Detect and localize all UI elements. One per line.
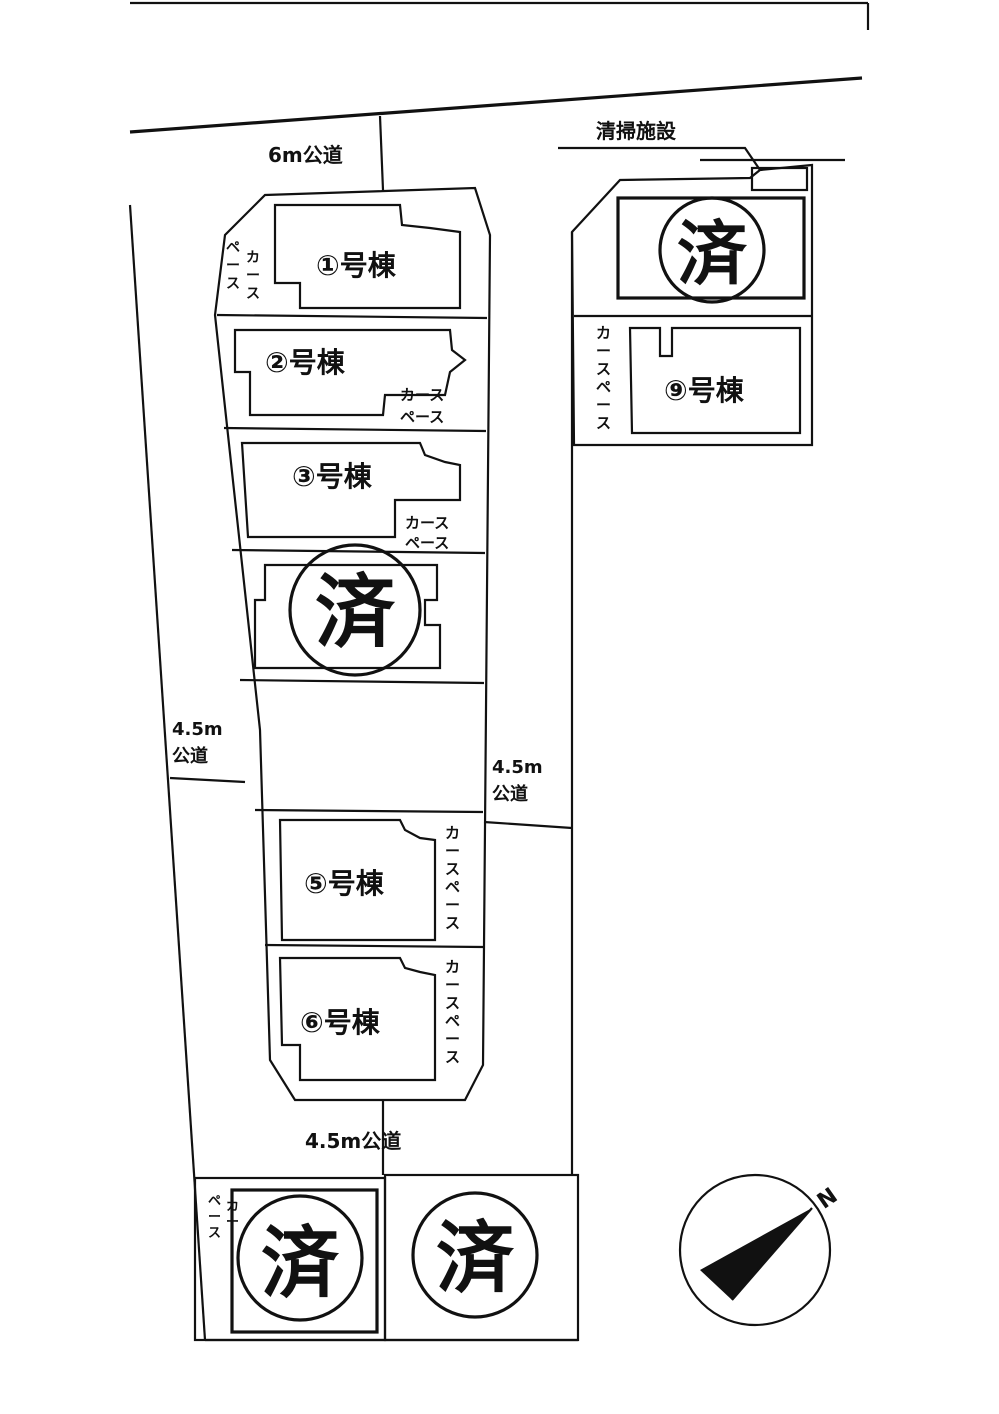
lot9-carspace-1: カ [596, 324, 611, 342]
lot1-carspace-d: カ [246, 250, 260, 266]
lot4-sold-circle [288, 543, 422, 677]
north-road-leader [378, 115, 385, 191]
divider-5-6 [264, 943, 484, 949]
lot5-carspace-4: ペ [445, 878, 460, 896]
lot1-carspace-b: ー [226, 258, 240, 274]
lot6-carspace-2: ー [445, 976, 460, 994]
lot9-carspace-3: ス [596, 360, 611, 378]
east-road-width: 4.5m [492, 757, 543, 778]
lot9-label: ⑨号棟 [664, 374, 745, 407]
lot3-label: ③号棟 [292, 460, 373, 493]
sw-carspace-3: ス [208, 1226, 221, 1241]
south-road-label: 4.5m公道 [305, 1129, 401, 1153]
compass-needle [700, 1208, 812, 1300]
lot3-carspace-top: カース [405, 514, 449, 532]
compass-needle-edge [731, 1207, 813, 1301]
lot9-carspace-2: ー [596, 342, 611, 360]
sw-carspace-4: カ [226, 1199, 239, 1214]
lot5-carspace-6: ス [445, 914, 460, 932]
lot2-carspace-top: カース [400, 386, 444, 404]
lot5-label: ⑤号棟 [304, 867, 385, 900]
lot5-carspace-3: ス [445, 860, 460, 878]
central-block-outline [213, 186, 492, 1102]
lot1-carspace-a: ペ [226, 240, 240, 256]
west-road-text: 公道 [172, 745, 208, 767]
lot6-carspace-5: ー [445, 1030, 460, 1048]
sw-carspace-2: ー [208, 1210, 221, 1225]
lot7-sold-circle [236, 1194, 364, 1322]
lot6-carspace-4: ペ [445, 1012, 460, 1030]
north-road-label: 6m公道 [268, 143, 343, 167]
lot9-carspace-4: ペ [596, 378, 611, 396]
lot1-carspace-f: ス [246, 286, 260, 302]
north-road-edge [129, 76, 863, 134]
west-road-leader [169, 776, 246, 784]
lot5-carspace-5: ー [445, 896, 460, 914]
lot6-carspace-6: ス [445, 1048, 460, 1066]
lot2-label: ②号棟 [265, 346, 346, 379]
compass-circle [678, 1173, 832, 1327]
lot1-building [273, 203, 462, 310]
facility-box [750, 166, 809, 192]
facility-leader [558, 146, 761, 171]
south-east-lot [383, 1173, 580, 1342]
facility-label: 清掃施設 [596, 119, 677, 143]
lot6-label: ⑥号棟 [300, 1006, 381, 1039]
lot7-sold-mark: 済 [261, 1219, 340, 1309]
south-west-building [230, 1188, 379, 1334]
lot4-building [253, 563, 442, 670]
west-road-width: 4.5m [172, 719, 223, 740]
lot1-carspace-e: ー [246, 268, 260, 284]
lot3-building [240, 441, 462, 539]
lot9-building [628, 326, 802, 435]
lot6-carspace-3: ス [445, 994, 460, 1012]
lot4-sold-mark: 済 [315, 566, 396, 659]
lot-sold-mark-se: 済 [436, 1214, 515, 1304]
west-boundary [128, 204, 207, 1341]
lot5-building [278, 818, 437, 942]
sw-carspace-5: ー [226, 1215, 239, 1230]
sw-carspace-1: ペ [208, 1194, 221, 1209]
lot6-carspace-1: カ [445, 958, 460, 976]
lot9-carspace-6: ス [596, 414, 611, 432]
divider-1-2 [216, 313, 488, 320]
lot3-carspace-bottom: ペース [405, 534, 449, 552]
lot9-carspace-5: ー [596, 396, 611, 414]
lot1-carspace-c: ス [226, 276, 240, 292]
north-compass: N [678, 1173, 842, 1327]
lot2-building [233, 328, 467, 417]
lot2-carspace-bottom: ペース [400, 408, 444, 426]
lot5-carspace-2: ー [445, 842, 460, 860]
east-road-text: 公道 [492, 783, 528, 805]
lot8-sold-mark: 済 [677, 213, 748, 295]
divider-4-open [239, 678, 485, 685]
lot1-label: ①号棟 [316, 249, 397, 282]
divider-3-4 [231, 548, 486, 555]
lot5-carspace-1: カ [445, 824, 460, 842]
lot6-building [278, 956, 437, 1082]
divider-2-3 [223, 426, 487, 433]
lot-sold-circle-se [411, 1191, 539, 1319]
lot8-sold-circle [658, 196, 766, 304]
divider-open-5 [254, 808, 484, 814]
east-road-leader [483, 820, 573, 830]
